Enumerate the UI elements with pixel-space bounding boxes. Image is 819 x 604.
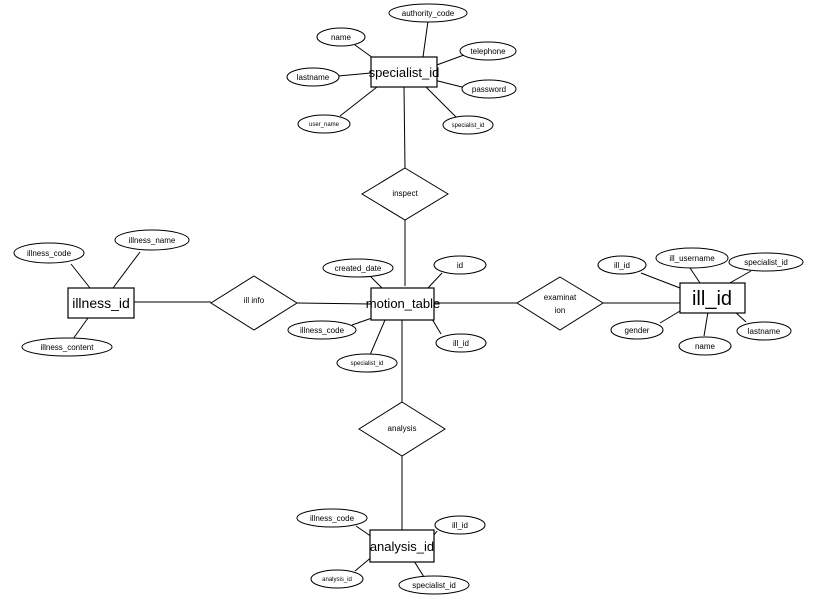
line-motion-id <box>427 272 443 289</box>
attr-specialist-name: name <box>316 27 366 47</box>
line-motion-ill-id <box>431 318 442 335</box>
relationship-examination-label-line1: examinat <box>544 293 577 302</box>
svg-text:lastname: lastname <box>297 73 330 82</box>
attr-ill-specialist-id: specialist_id <box>728 252 804 272</box>
svg-text:telephone: telephone <box>470 47 506 56</box>
attr-ill-ill-id: ill_id <box>597 255 647 275</box>
line-specialist-name <box>354 44 374 59</box>
entity-analysis-label: analysis_id <box>370 539 434 554</box>
entity-ill: ill_id <box>679 282 746 314</box>
attr-telephone: telephone <box>459 41 517 61</box>
attr-motion-id: id <box>433 255 487 275</box>
svg-text:ill_id: ill_id <box>614 261 630 270</box>
attr-illness-code: illness_code <box>13 242 85 264</box>
attr-specialist-lastname: lastname <box>286 67 340 87</box>
svg-text:name: name <box>695 342 716 351</box>
svg-text:ill_username: ill_username <box>669 254 715 263</box>
svg-text:authority_code: authority_code <box>402 9 455 18</box>
svg-text:illness_code: illness_code <box>27 249 72 258</box>
svg-text:lastname: lastname <box>748 327 781 336</box>
relationship-analysis-label: analysis <box>388 424 417 433</box>
attr-created-date: created_date <box>322 258 394 278</box>
line-created-date <box>370 276 383 289</box>
line-telephone <box>433 54 465 67</box>
svg-text:name: name <box>331 33 352 42</box>
attr-user-name: user_name <box>297 114 351 134</box>
svg-text:illness_name: illness_name <box>129 236 176 245</box>
attr-analysis-analysis-id: analysis_id <box>310 569 364 589</box>
svg-text:specialist_id: specialist_id <box>412 581 456 590</box>
entity-ill-label: ill_id <box>692 288 732 310</box>
entity-specialist-label: specialist_id <box>369 65 440 80</box>
svg-text:analysis_id: analysis_id <box>322 577 352 583</box>
relationship-ill-info-label: ill info <box>244 296 265 305</box>
entity-analysis: analysis_id <box>369 529 435 563</box>
svg-text:id: id <box>457 261 463 270</box>
entity-specialist: specialist_id <box>369 56 440 88</box>
svg-text:password: password <box>472 85 506 94</box>
attr-illness-content: illness_content <box>21 337 113 357</box>
line-specialist-lastname <box>337 72 372 77</box>
svg-text:illness_content: illness_content <box>41 343 95 352</box>
relationship-analysis: analysis <box>358 401 446 457</box>
attr-motion-specialist-id: specialist_id <box>336 353 398 373</box>
relationship-inspect-label: inspect <box>392 189 418 198</box>
svg-text:specialist_id: specialist_id <box>452 123 485 129</box>
connector-lines <box>70 20 752 578</box>
entity-motion-table-label: motion_table <box>366 296 440 311</box>
attr-specialist-specialist-id: specialist_id <box>442 115 494 135</box>
line-illinfo-motion <box>296 302 372 305</box>
relationship-ill-info: ill info <box>210 275 298 331</box>
line-illness-content <box>72 317 89 340</box>
svg-text:ill_id: ill_id <box>452 521 468 530</box>
attr-illness-name: illness_name <box>114 229 190 251</box>
relationship-inspect: inspect <box>361 167 449 221</box>
line-analysis-specialist-id <box>413 560 425 578</box>
line-illness-code <box>70 263 91 289</box>
attr-motion-illness-code: illness_code <box>287 320 357 340</box>
line-ill-gender <box>659 310 681 324</box>
svg-text:illness_code: illness_code <box>310 514 355 523</box>
relationship-examination-label-line2: ion <box>555 306 566 315</box>
entity-motion-table: motion_table <box>366 287 440 321</box>
attr-ill-lastname: lastname <box>736 321 792 341</box>
line-ill-name <box>703 311 709 337</box>
relationship-examination: examinat ion <box>516 276 604 331</box>
attr-ill-username: ill_username <box>655 247 729 269</box>
line-illness-name <box>112 251 141 289</box>
svg-text:user_name: user_name <box>309 122 340 128</box>
attr-ill-name: name <box>678 336 732 356</box>
svg-text:gender: gender <box>625 326 650 335</box>
line-authority-code <box>422 20 429 58</box>
line-ill-ill-id <box>640 272 681 289</box>
line-specialist-specialistid <box>425 86 457 118</box>
line-user-name <box>339 86 378 117</box>
attr-ill-gender: gender <box>610 320 664 340</box>
line-motion-specialist-id <box>369 319 386 356</box>
line-password <box>433 79 467 89</box>
svg-text:created_date: created_date <box>335 264 382 273</box>
attr-analysis-specialist-id: specialist_id <box>398 575 470 595</box>
svg-text:ill_id: ill_id <box>453 339 469 348</box>
attr-analysis-ill-id: ill_id <box>434 515 486 535</box>
entity-illness: illness_id <box>67 287 135 319</box>
svg-text:illness_code: illness_code <box>300 326 345 335</box>
entity-illness-label: illness_id <box>72 295 130 311</box>
attr-motion-ill-id: ill_id <box>435 333 487 353</box>
line-analysis-illness-code <box>355 525 373 538</box>
line-ill-username <box>689 267 701 284</box>
line-specialist-inspect <box>403 86 406 169</box>
attr-authority-code: authority_code <box>388 3 468 23</box>
line-ill-specialist-id <box>727 270 752 285</box>
svg-text:specialist_id: specialist_id <box>744 258 788 267</box>
svg-text:specialist_id: specialist_id <box>351 361 384 367</box>
attr-password: password <box>461 79 517 99</box>
attr-analysis-illness-code: illness_code <box>296 508 368 528</box>
line-motion-illness-code <box>351 317 373 326</box>
